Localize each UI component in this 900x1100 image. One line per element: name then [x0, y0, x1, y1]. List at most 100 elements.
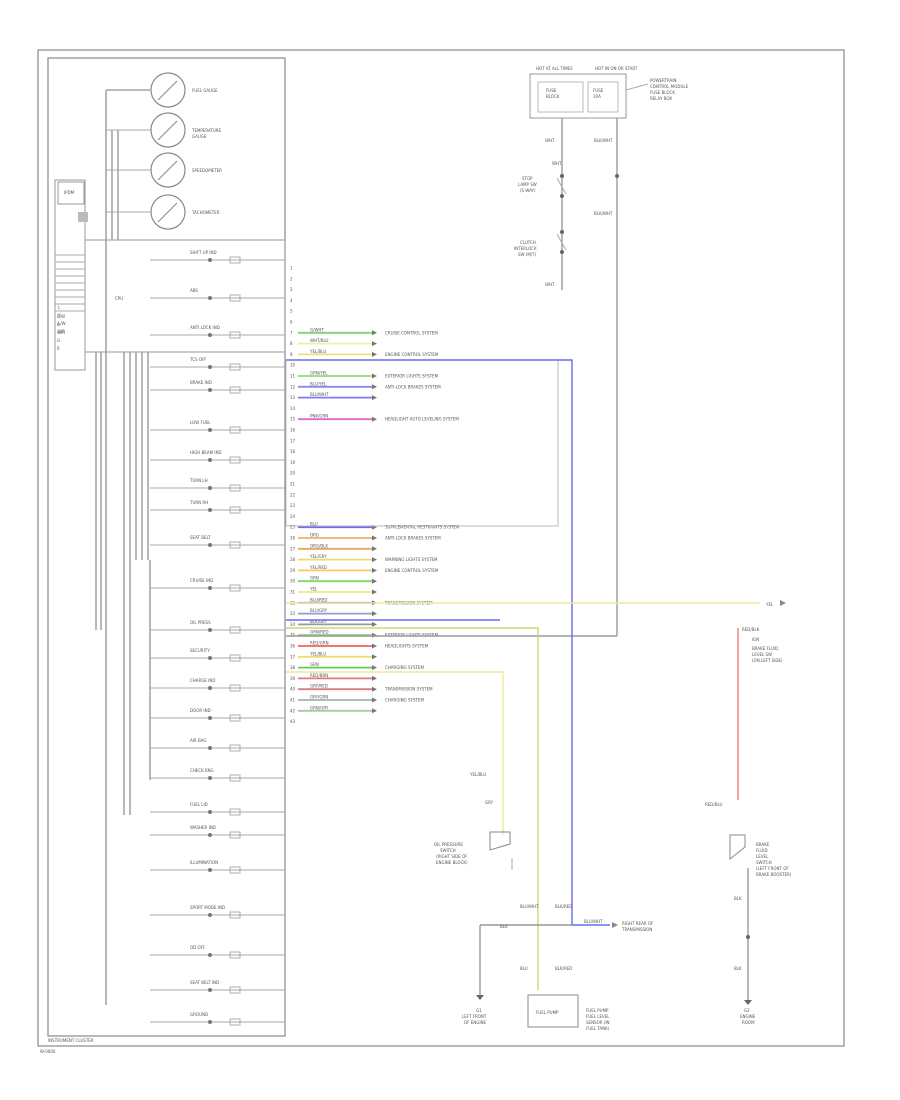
connector-pin-33: 33 — [290, 611, 296, 616]
fuse-inner-3: FUSE — [593, 88, 604, 93]
oil-switch-1: OIL PRESSURE — [434, 842, 463, 847]
cluster-connector: 1234567G/WHT8WHT/BLU9YEL/BLU1011GRN/YEL1… — [290, 266, 377, 724]
connector-pin-36: 36 — [290, 644, 296, 649]
brake-switch-4: (ON LEFT SIDE) — [752, 658, 783, 663]
cpu-box — [84, 239, 286, 353]
brake-switch-1: IGN — [752, 637, 759, 642]
connector-pin-43: 43 — [290, 719, 296, 724]
brake-level-2: FLUID — [756, 848, 768, 853]
connector-wire-label-26: ORG — [310, 533, 319, 538]
indicator-label-13: CHARGE IND — [190, 678, 215, 683]
connector-wire-label-41: GRY/GRN — [310, 695, 328, 700]
gauge-needle-2 — [157, 160, 178, 181]
gauge-needle-3 — [157, 202, 178, 223]
blk-label-5: BLK — [500, 924, 508, 929]
connector-pin-23: 23 — [290, 503, 296, 508]
indicator-dot-18 — [208, 833, 212, 837]
feed-wire-label-2: BLK/WHT — [594, 138, 613, 143]
indicator-dot-17 — [208, 810, 212, 814]
yellow-green-wire — [286, 627, 539, 990]
connector-wire-label-29: YEL/RED — [309, 565, 327, 570]
yellow-arrow — [780, 600, 786, 606]
right-conn-2: RIGHT REAR OF — [622, 921, 654, 926]
indicator-label-5: LOW FUEL — [190, 420, 211, 425]
brake-level-4: SWITCH — [756, 860, 772, 865]
connector-pin-19: 19 — [290, 460, 296, 465]
connector-pin-31: 31 — [290, 590, 296, 595]
indicator-lamp-10 — [229, 584, 241, 592]
relay-1-line-1: STOP — [522, 176, 533, 181]
indicator-lamp-23 — [229, 1018, 241, 1026]
system-ref-6: ANTI-LOCK BRAKES SYSTEM — [385, 536, 441, 541]
indicator-dot-16 — [208, 776, 212, 780]
connector-wire-label-28: YEL/GRY — [309, 554, 327, 559]
blk-label-3: BLU — [520, 966, 528, 971]
fuel-pump-3: SENSOR (IN — [586, 1020, 610, 1025]
bottom-harness: BLU/WHT BLK/RED BLU BLK/RED BLK BLU/WHT … — [462, 904, 654, 1031]
connector-wire-label-34: BLK/GRY — [310, 619, 328, 624]
indicator-dot-14 — [208, 716, 212, 720]
g1-text-2: OF ENGINE — [464, 1020, 487, 1025]
connector-wire-label-37: YEL/BLU — [309, 651, 326, 656]
system-ref-11: HEADLIGHTS SYSTEM — [385, 644, 429, 649]
indicator-lamp-0 — [229, 256, 241, 264]
fuel-pump-4: FUEL TANK) — [586, 1026, 610, 1031]
connector-wire-label-40: GRY/RED — [310, 684, 328, 689]
fuse-note-1: POWERTRAIN — [650, 78, 677, 83]
indicator-dot-11 — [208, 628, 212, 632]
indicator-lamp-1 — [229, 294, 241, 302]
connector-pin-21: 21 — [290, 482, 296, 487]
connector-arrow-29 — [372, 567, 377, 573]
indicator-label-16: CHECK ENG — [190, 768, 214, 773]
indicator-dot-1 — [208, 296, 212, 300]
gauge-label-0: FUEL GAUGE — [192, 88, 218, 93]
connector-pin-12: 12 — [290, 384, 296, 389]
indicator-dot-9 — [208, 543, 212, 547]
connector-arrow-8 — [372, 341, 377, 347]
indicator-lamp-12 — [229, 654, 241, 662]
red-wire-top: RED/BLK — [742, 627, 760, 632]
feed-wires: WHT BLK/WHT WHT BLK/WHT WHT STOP LAMP SW… — [286, 118, 619, 637]
feed-dot-5 — [560, 250, 564, 254]
fuel-pump-box — [527, 994, 579, 1028]
blk-label-4: BLK/RED — [555, 966, 572, 971]
gauge-needle-1 — [157, 120, 178, 141]
indicator-dot-20 — [208, 913, 212, 917]
indicator-lamp-21 — [229, 951, 241, 959]
indicator-label-10: CRUISE IND — [190, 578, 213, 583]
oil-switch-2: SWITCH — [440, 848, 456, 853]
indicator-dot-22 — [208, 988, 212, 992]
indicator-dot-5 — [208, 428, 212, 432]
g1-label: G1 — [476, 1008, 482, 1013]
g2-label: G2 — [744, 1008, 750, 1013]
connector-pin-24: 24 — [290, 514, 296, 519]
connector-arrow-41 — [372, 697, 377, 703]
connector-arrow-42 — [372, 708, 377, 714]
ipdm-connector — [78, 212, 88, 222]
connector-wire-label-33: BLU/GRY — [310, 608, 328, 613]
connector-pin-6: 6 — [290, 320, 293, 325]
blue-wire — [286, 359, 573, 925]
connector-arrow-9 — [372, 351, 377, 357]
indicator-dot-6 — [208, 458, 212, 462]
connector-pin-11: 11 — [290, 374, 296, 379]
right-conn-arrow — [612, 922, 618, 928]
connector-pin-15: 15 — [290, 417, 296, 422]
ground-left-icon — [476, 995, 484, 1000]
connector-pin-5: 5 — [290, 309, 293, 314]
indicator-label-2: ANTI LOCK IND — [190, 325, 220, 330]
yellow-tag: YEL — [765, 602, 774, 607]
system-ref-4: HEADLIGHT AUTO LEVELING SYSTEM — [385, 417, 459, 422]
system-ref-2: EXTERIOR LIGHTS SYSTEM — [385, 374, 439, 379]
g2-text-1: ENGINE — [740, 1014, 756, 1019]
left-bus — [95, 89, 151, 1005]
connector-arrow-37 — [372, 654, 377, 660]
fuse-inner-2: BLOCK — [546, 94, 560, 99]
feed-dot-1 — [615, 174, 619, 178]
fuse-right-cell — [587, 81, 619, 113]
indicator-label-17: FUEL LID — [190, 802, 208, 807]
oil-switch-3: (RIGHT SIDE OF — [436, 854, 468, 859]
connector-wire-label-13: BLU/WHT — [310, 392, 329, 397]
connector-pin-9: 9 — [290, 352, 293, 357]
